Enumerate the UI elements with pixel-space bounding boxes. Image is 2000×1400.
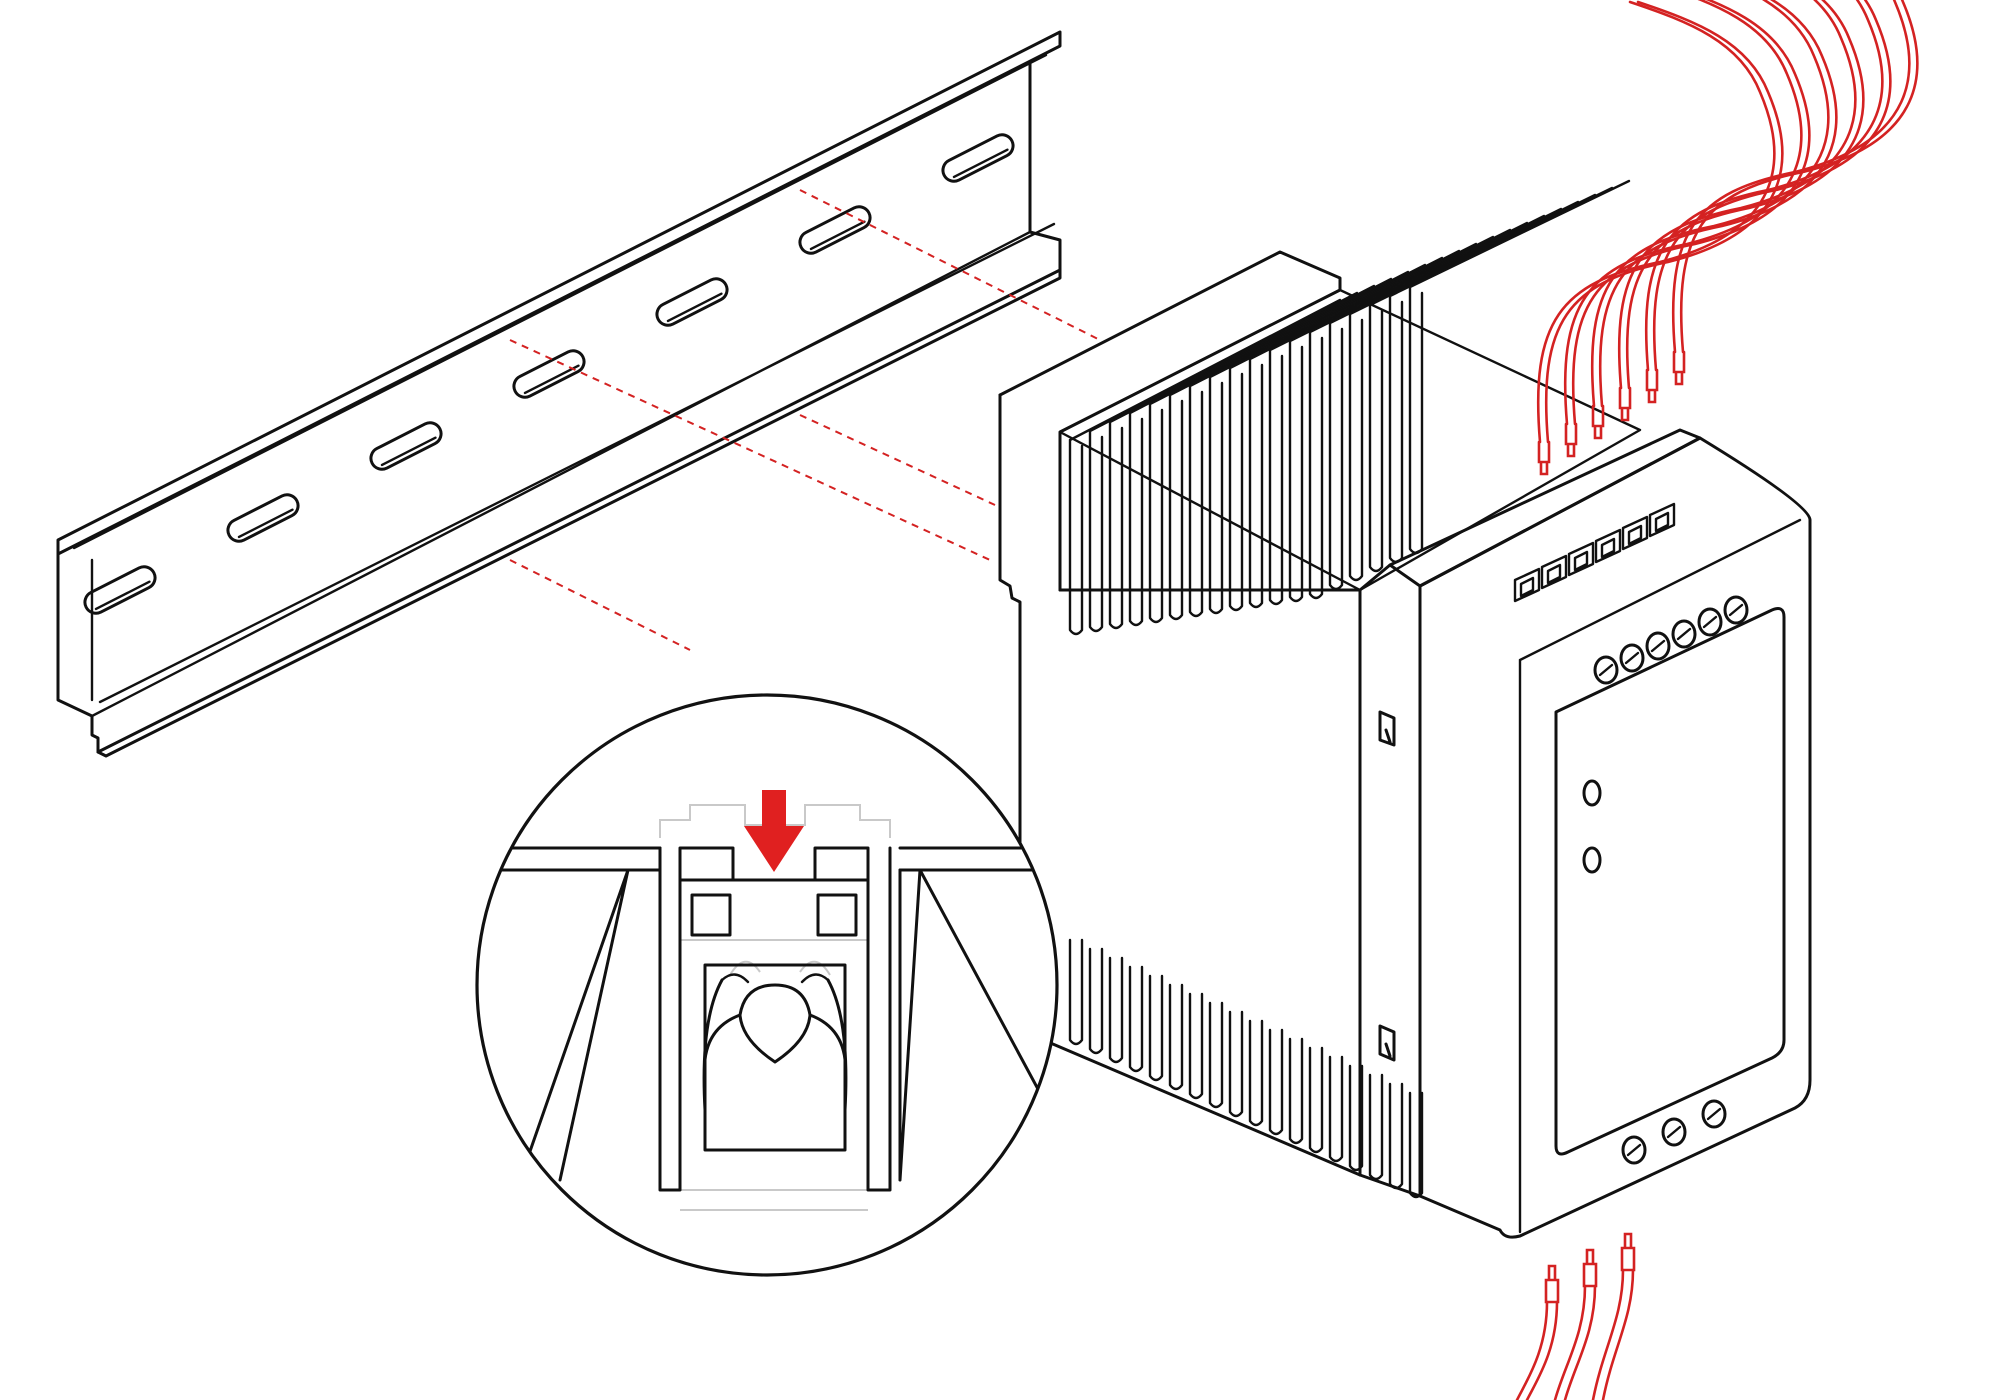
cooling-fin bbox=[1308, 1046, 1324, 1154]
output-terminal-screws bbox=[1593, 595, 1749, 685]
status-led-1 bbox=[1582, 779, 1602, 807]
cooling-fin bbox=[1108, 956, 1124, 1064]
cooling-fin bbox=[1408, 179, 1631, 555]
input-wire bbox=[1591, 1232, 1636, 1400]
rail-slot bbox=[655, 277, 729, 327]
psu-side-panel bbox=[998, 393, 1362, 1177]
detail-latch-springs bbox=[702, 978, 848, 1112]
detail-window-left bbox=[690, 893, 732, 937]
detail-clip-ghost-springs bbox=[729, 960, 831, 976]
cooling-fin bbox=[1148, 974, 1164, 1082]
rail-slot bbox=[798, 205, 872, 255]
detail-window-right bbox=[816, 893, 858, 937]
cooling-fins-bottom bbox=[1068, 938, 1424, 1199]
terminal-screw[interactable] bbox=[1619, 643, 1645, 673]
psu-rear-housing bbox=[998, 250, 1342, 592]
guide-line-4 bbox=[509, 559, 691, 651]
down-arrow-icon bbox=[744, 790, 804, 872]
side-clip-upper bbox=[1378, 710, 1396, 747]
psu-label-panel bbox=[1554, 607, 1786, 1156]
input-wire bbox=[1553, 1248, 1598, 1400]
power-supply bbox=[998, 179, 1812, 1239]
terminal-screw[interactable] bbox=[1661, 1117, 1687, 1147]
din-rail-web-inner bbox=[90, 222, 1056, 718]
input-wires bbox=[1515, 1232, 1636, 1400]
guide-line-1 bbox=[799, 189, 1101, 341]
cooling-fin bbox=[1388, 1082, 1404, 1190]
cooling-fin bbox=[1248, 1019, 1264, 1127]
terminal-clamp bbox=[1513, 567, 1541, 603]
terminal-clamp bbox=[1621, 515, 1649, 551]
terminal-screw[interactable] bbox=[1671, 619, 1697, 649]
input-terminal-screws bbox=[1621, 1099, 1727, 1165]
detail-content bbox=[477, 804, 1057, 1211]
cooling-fin bbox=[1328, 1055, 1344, 1163]
cooling-fin bbox=[1368, 1073, 1384, 1181]
din-rail-slots bbox=[83, 133, 1015, 615]
side-clip-lower bbox=[1378, 1024, 1396, 1062]
terminal-screw[interactable] bbox=[1593, 655, 1619, 685]
cooling-fin bbox=[1188, 992, 1204, 1100]
cooling-fin bbox=[1088, 947, 1104, 1055]
detail-callout bbox=[475, 693, 1059, 1277]
cooling-fin bbox=[1228, 1010, 1244, 1118]
psu-front-top bbox=[1388, 428, 1702, 588]
terminal-screw[interactable] bbox=[1621, 1135, 1647, 1165]
input-wire bbox=[1515, 1264, 1560, 1400]
din-rail-top-flange bbox=[56, 30, 1062, 556]
rail-slot bbox=[83, 565, 157, 615]
din-rail bbox=[56, 30, 1062, 758]
guide-line-2 bbox=[509, 339, 991, 561]
rail-slot bbox=[941, 133, 1015, 183]
terminal-clamp bbox=[1594, 528, 1622, 564]
psu-top-ridge bbox=[1058, 288, 1642, 592]
terminal-screw[interactable] bbox=[1723, 595, 1749, 625]
output-wire bbox=[1671, 0, 1919, 386]
rail-slot bbox=[369, 421, 443, 471]
terminal-clamp bbox=[1648, 502, 1676, 538]
terminal-clamp bbox=[1567, 541, 1595, 577]
cooling-fin bbox=[1348, 1064, 1364, 1172]
terminal-clamp bbox=[1540, 554, 1568, 590]
rail-slot bbox=[226, 493, 300, 543]
psu-front-face bbox=[1418, 436, 1812, 1239]
psu-front-module bbox=[1358, 563, 1422, 1198]
cooling-fin bbox=[1208, 1001, 1224, 1109]
psu-face-bevel bbox=[1518, 518, 1802, 1234]
cooling-fin bbox=[1088, 291, 1359, 633]
terminal-screw[interactable] bbox=[1701, 1099, 1727, 1129]
cooling-fin bbox=[1068, 298, 1342, 636]
terminal-screw[interactable] bbox=[1697, 607, 1723, 637]
alignment-guides bbox=[509, 189, 1101, 651]
detail-latch-hooks bbox=[720, 973, 830, 984]
status-led-2 bbox=[1582, 846, 1602, 874]
detail-clip-tab-left bbox=[678, 846, 735, 882]
cooling-fin bbox=[1128, 965, 1144, 1073]
din-rail-bottom-flange bbox=[96, 268, 1062, 758]
output-wires bbox=[1536, 0, 1919, 476]
detail-clip-tab-right bbox=[813, 846, 870, 882]
cooling-fin bbox=[1168, 983, 1184, 1091]
detail-clip-body bbox=[658, 846, 892, 1192]
guide-line-3 bbox=[799, 414, 996, 506]
cooling-fin bbox=[1288, 1037, 1304, 1145]
rail-slot bbox=[512, 349, 586, 399]
cooling-fin bbox=[1068, 938, 1084, 1046]
din-rail-top-lip bbox=[72, 53, 1048, 550]
terminal-screw[interactable] bbox=[1645, 631, 1671, 661]
din-rail-web bbox=[56, 60, 1062, 754]
detail-rib-right bbox=[898, 868, 1057, 1182]
output-terminal-block bbox=[1513, 502, 1676, 603]
cooling-fin bbox=[1268, 1028, 1284, 1136]
detail-latch-head bbox=[738, 983, 812, 1064]
